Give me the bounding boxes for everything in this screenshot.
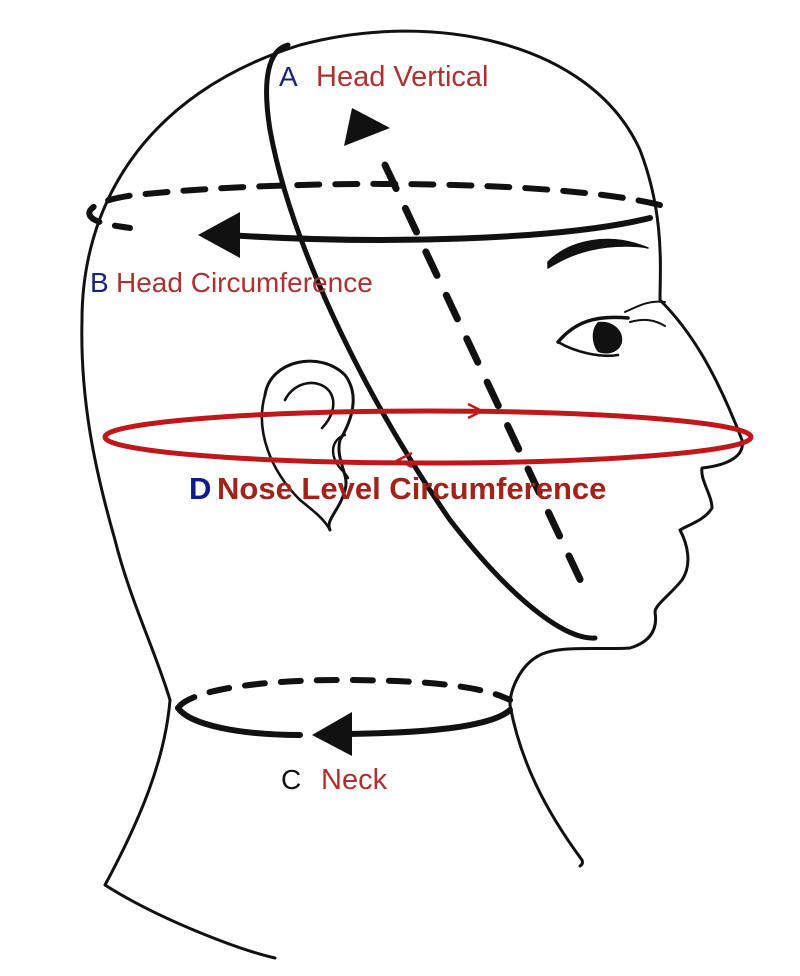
label-b-text: Head Circumference <box>116 267 373 298</box>
label-d-text: Nose Level Circumference <box>217 471 606 506</box>
label-a-letter: A <box>279 61 298 92</box>
nose-level-arrow-front <box>467 402 485 420</box>
neck-dashed-back <box>175 677 513 711</box>
nose-level-ellipse <box>102 408 754 466</box>
nose-level-arrow-back <box>395 451 413 469</box>
neck-solid-front <box>175 705 513 738</box>
ear-inner <box>283 381 335 430</box>
eye-upper-lid <box>556 315 630 344</box>
head-circumference-dashed-back <box>86 180 663 231</box>
head-profile-outline <box>80 29 744 868</box>
head-circumference-solid-front <box>225 215 653 243</box>
head-vertical-arrowhead <box>344 108 390 146</box>
eye-lashes <box>624 300 666 327</box>
eye-pupil <box>592 321 623 354</box>
eye-lower-lid <box>556 340 620 358</box>
label-a-text: Head Vertical <box>316 61 489 93</box>
ear-fold <box>260 393 332 532</box>
label-c-letter: C <box>281 764 301 795</box>
head-vertical-dashed-guide <box>381 161 589 594</box>
head-circumference-arrowhead <box>198 212 240 258</box>
neck-arrowhead <box>312 712 352 756</box>
eyebrow <box>547 238 649 269</box>
label-d-letter: D <box>189 471 211 506</box>
head-vertical-line <box>264 42 598 641</box>
back-neck-outline <box>103 698 277 960</box>
label-c-text: Neck <box>321 764 388 796</box>
ear-outer <box>263 359 355 532</box>
label-b-letter: B <box>90 267 109 298</box>
